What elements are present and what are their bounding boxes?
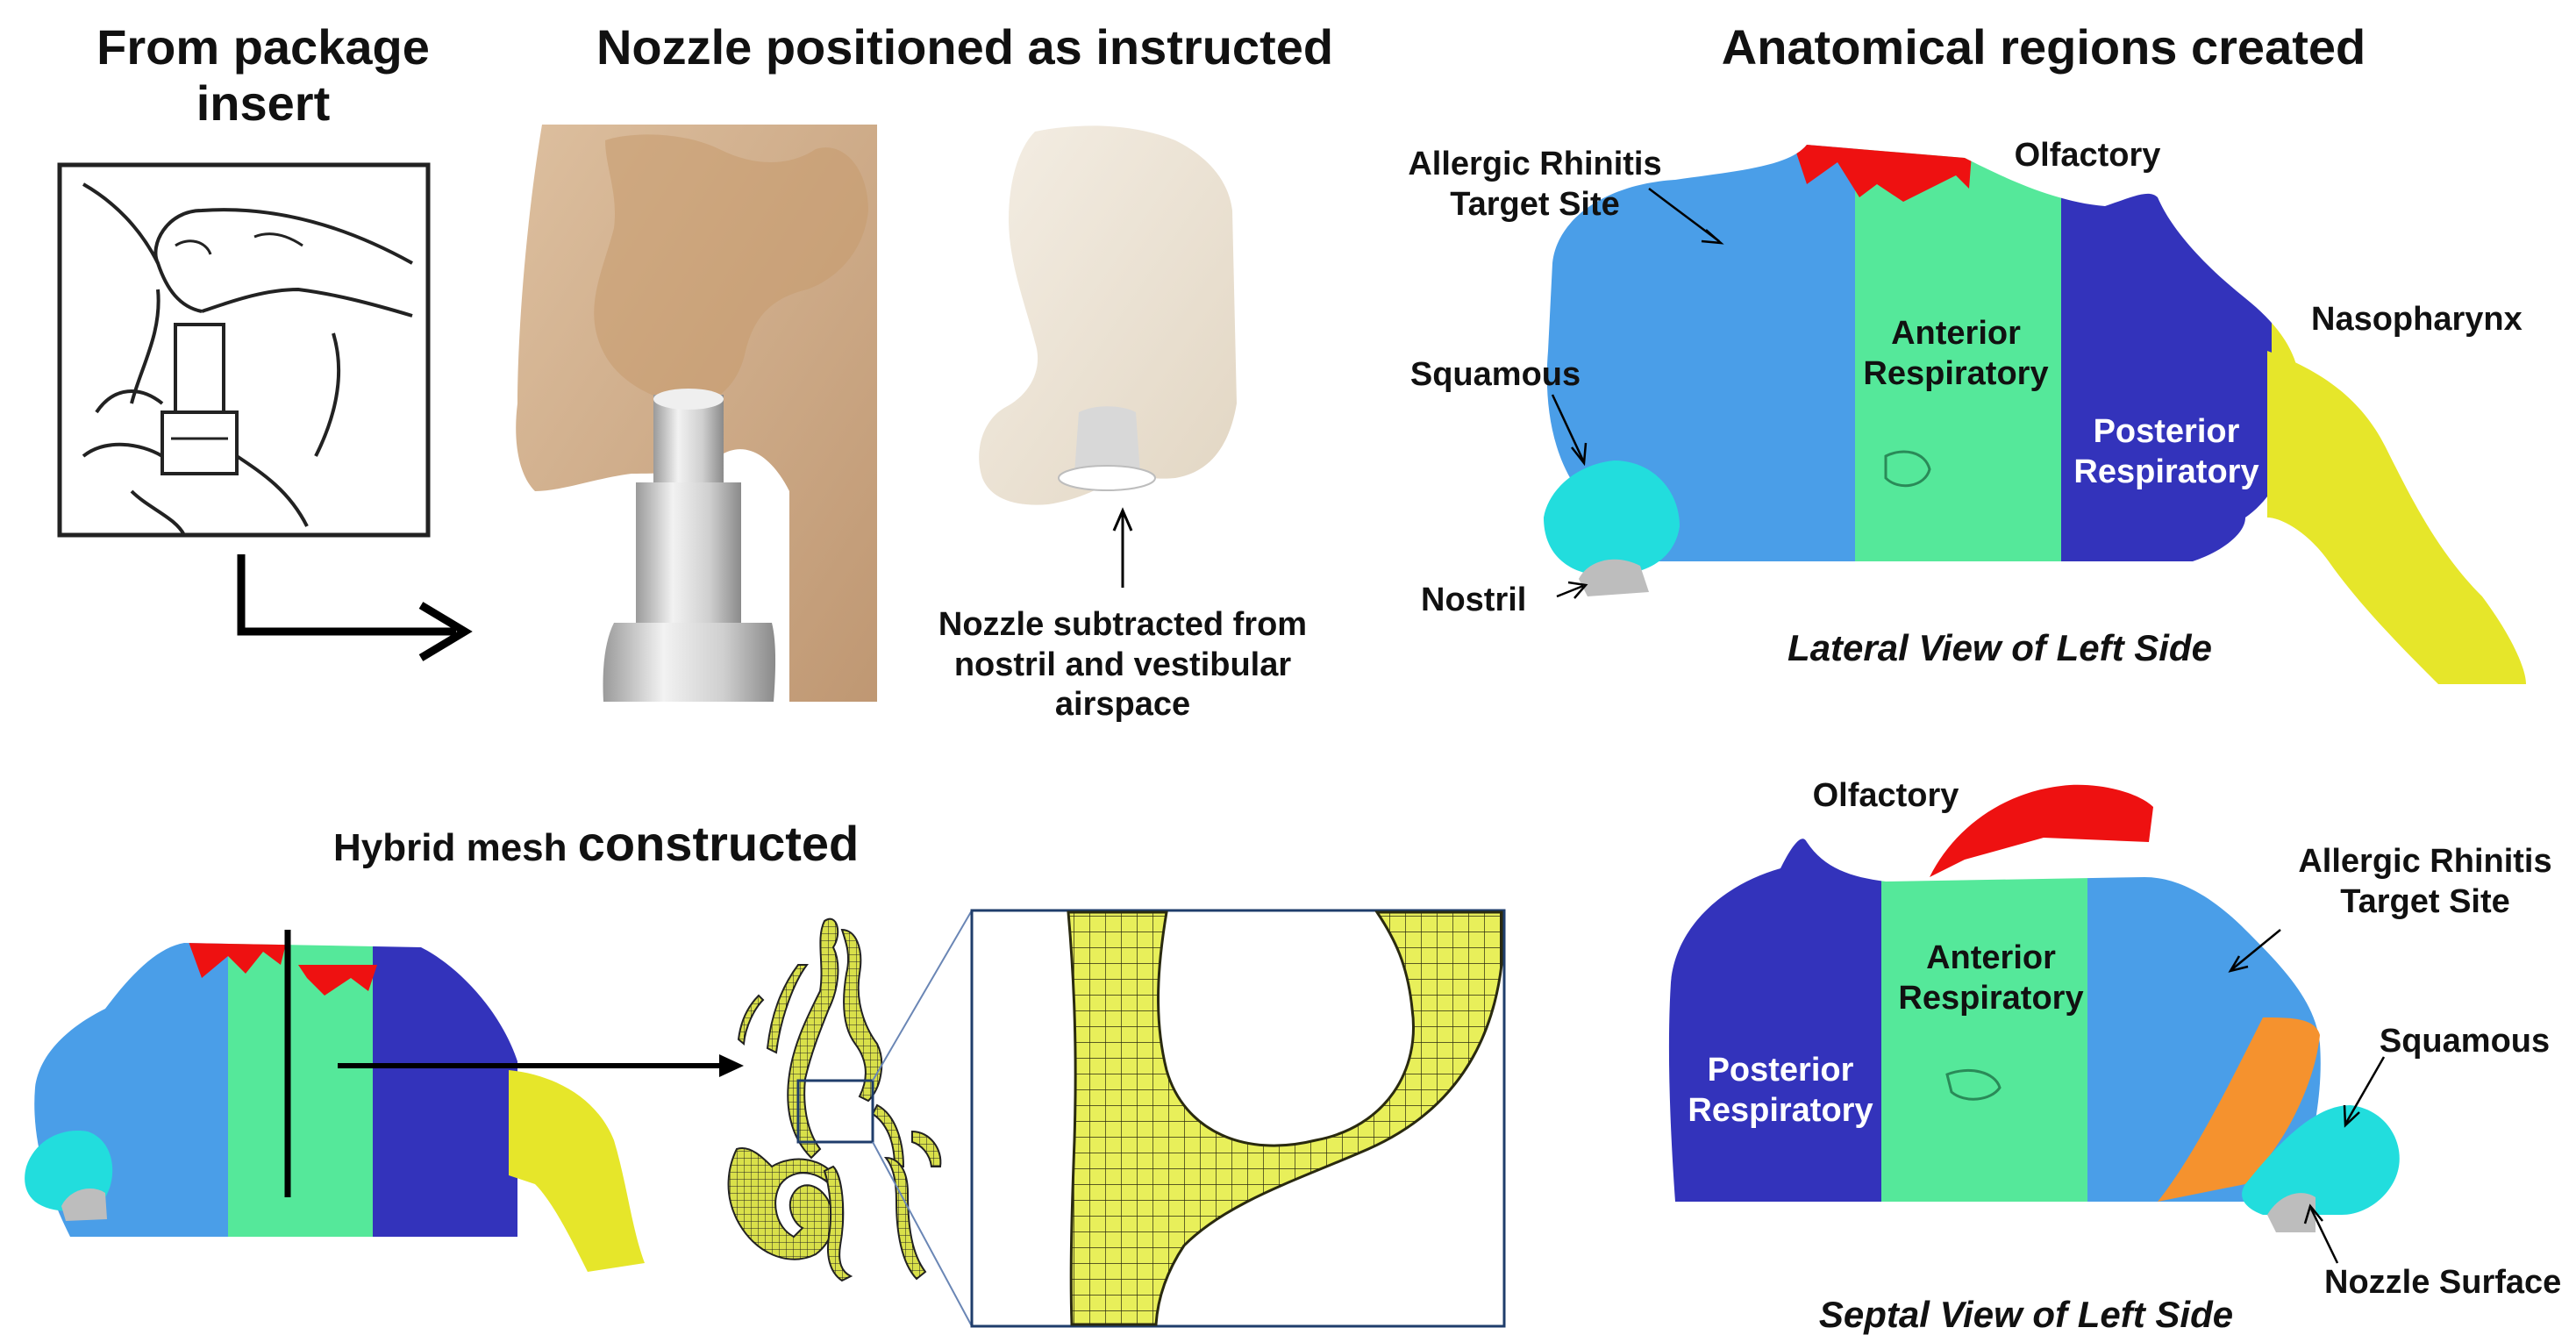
heading-mesh-part2: constructed <box>578 816 860 871</box>
septal-region-posterior-respiratory <box>1666 824 1881 1210</box>
zoom-line-top <box>873 910 972 1081</box>
septal-label-anterior: Anterior Respiratory <box>1868 939 2114 1018</box>
flow-arrow-elbow <box>241 554 456 632</box>
lateral-label-nasopharynx: Nasopharynx <box>2311 300 2565 340</box>
lateral-label-nostril: Nostril <box>1421 581 1552 621</box>
septal-label-olfactory: Olfactory <box>1780 776 1991 817</box>
lateral-label-olfactory: Olfactory <box>1982 136 2193 176</box>
lateral-caption: Lateral View of Left Side <box>1666 627 2333 669</box>
septal-label-allergic: Allergic Rhinitis Target Site <box>2280 842 2570 922</box>
lateral-region-posterior-respiratory <box>2061 132 2272 570</box>
coronal-section-mesh <box>729 919 941 1281</box>
zoomed-mesh-detail <box>972 910 1504 1326</box>
septal-label-nozzle-surface: Nozzle Surface <box>2324 1263 2576 1303</box>
heading-nozzle-positioned: Nozzle positioned as instructed <box>526 19 1403 75</box>
nozzle-subtracted-render <box>979 125 1237 504</box>
septal-caption: Septal View of Left Side <box>1710 1294 2342 1336</box>
heading-mesh-part1: Hybrid mesh <box>333 826 578 869</box>
lateral-label-anterior: Anterior Respiratory <box>1837 314 2074 394</box>
nozzle-in-nostril-render <box>516 125 877 702</box>
lateral-label-allergic: Allergic Rhinitis Target Site <box>1373 145 1697 225</box>
heading-mesh-constructed: Hybrid mesh constructed <box>333 816 1035 872</box>
heading-regions-created: Anatomical regions created <box>1579 19 2508 75</box>
septal-label-posterior: Posterior Respiratory <box>1666 1051 1895 1131</box>
mesh-section-arrow-head <box>719 1054 744 1077</box>
septal-nozzle-pointer <box>2311 1209 2337 1263</box>
septal-label-squamous: Squamous <box>2359 1022 2570 1062</box>
lateral-label-posterior: Posterior Respiratory <box>2052 412 2280 492</box>
nozzle-note: Nozzle subtracted from nostril and vesti… <box>886 605 1359 725</box>
package-insert-illustration <box>60 165 428 535</box>
mesh-region-nasopharynx <box>509 1070 645 1272</box>
zoom-line-bottom <box>873 1142 972 1326</box>
mesh-region-posterior <box>373 930 517 1246</box>
lateral-label-squamous: Squamous <box>1390 355 1601 396</box>
heading-package-insert: From package insert <box>44 19 482 132</box>
